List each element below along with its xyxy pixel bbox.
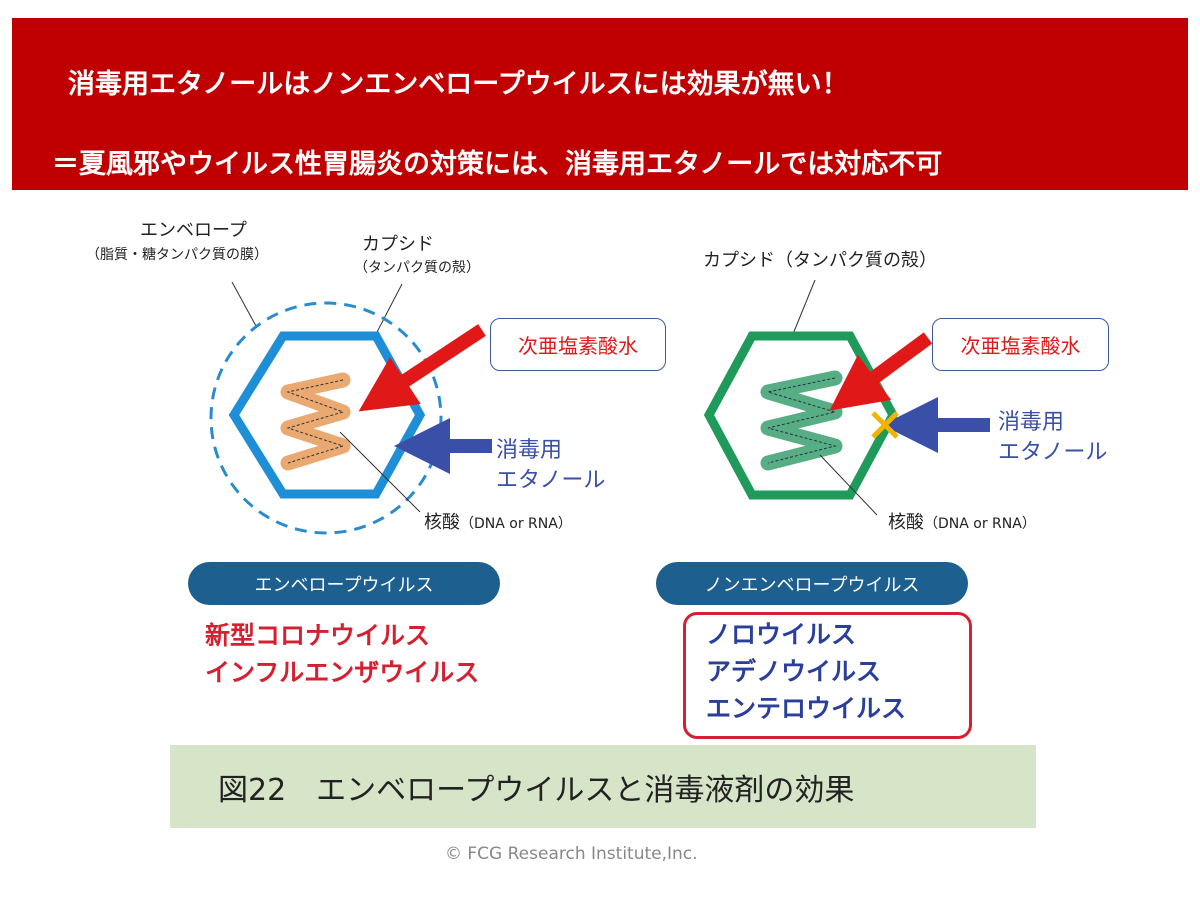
envelope-leader-line bbox=[231, 281, 257, 327]
capsid-hexagon bbox=[228, 331, 426, 499]
figure-caption-bar: 図22 エンベロープウイルスと消毒液剤の効果 bbox=[170, 745, 1036, 828]
ethanol-label: 消毒用エタノール bbox=[496, 436, 605, 496]
enveloped-virus-illustration bbox=[209, 281, 492, 535]
capsid-label: カプシド（タンパク質の殻） bbox=[703, 250, 937, 271]
non-enveloped-category-pill: ノンエンベロープウイルス bbox=[656, 562, 968, 605]
ethanol-line1: 消毒用 bbox=[496, 438, 563, 463]
non-enveloped-virus-illustration bbox=[703, 279, 990, 516]
envelope-sub-label: （脂質・糖タンパク質の膜） bbox=[86, 247, 268, 263]
ethanol-label: 消毒用エタノール bbox=[998, 408, 1107, 468]
ethanol-line2: エタノール bbox=[496, 468, 606, 493]
non-enveloped-examples-box bbox=[683, 612, 972, 739]
example-item: 新型コロナウイルス bbox=[205, 621, 431, 650]
headline-line2: ＝夏風邪やウイルス性胃腸炎の対策には、消毒用エタノールでは対応不可 bbox=[52, 149, 943, 180]
capsid-leader-line bbox=[792, 279, 816, 335]
ethanol-line2: エタノール bbox=[998, 440, 1108, 465]
example-item: ノロウイルス bbox=[706, 620, 857, 649]
envelope-label: エンベロープ bbox=[140, 220, 247, 241]
capsid-sub-label: （タンパク質の殻） bbox=[354, 260, 480, 276]
nucleic-label: 核酸（DNA or RNA） bbox=[888, 512, 1036, 533]
figure-caption: 図22 エンベロープウイルスと消毒液剤の効果 bbox=[218, 772, 855, 808]
example-item: インフルエンザウイルス bbox=[205, 658, 480, 687]
hypochlorous-label: 次亜塩素酸水 bbox=[518, 334, 638, 358]
nucleic-label: 核酸（DNA or RNA） bbox=[424, 512, 572, 533]
nucleic-leader-line bbox=[339, 431, 421, 513]
hypochlorous-arrow bbox=[829, 332, 933, 411]
nucleic-leader-line bbox=[819, 454, 878, 516]
enveloped-examples: 新型コロナウイルス インフルエンザウイルス bbox=[205, 617, 479, 691]
nucleic-acid-strand bbox=[280, 372, 351, 471]
ethanol-line1: 消毒用 bbox=[998, 410, 1065, 435]
capsid-leader-line bbox=[375, 283, 403, 335]
example-item: アデノウイルス bbox=[706, 657, 882, 686]
non-enveloped-examples: ノロウイルス アデノウイルス エンテロウイルス bbox=[706, 616, 906, 727]
copyright: © FCG Research Institute,Inc. bbox=[445, 844, 698, 864]
blocked-x-icon bbox=[871, 411, 899, 439]
enveloped-category-pill: エンベロープウイルス bbox=[188, 562, 500, 605]
headline-banner bbox=[12, 18, 1188, 190]
hypochlorous-label-box: 次亜塩素酸水 bbox=[490, 318, 666, 371]
capsid-label: カプシド bbox=[362, 234, 434, 255]
hypochlorous-label: 次亜塩素酸水 bbox=[960, 334, 1081, 358]
hypochlorous-label-box: 次亜塩素酸水 bbox=[932, 318, 1109, 371]
example-item: エンテロウイルス bbox=[706, 694, 907, 723]
hypochlorous-arrow bbox=[358, 324, 486, 412]
headline-line1: 消毒用エタノールはノンエンベロープウイルスには効果が無い！ bbox=[68, 69, 849, 100]
enveloped-title: エンベロープウイルス bbox=[254, 574, 434, 596]
non-enveloped-title: ノンエンベロープウイルス bbox=[704, 574, 920, 596]
